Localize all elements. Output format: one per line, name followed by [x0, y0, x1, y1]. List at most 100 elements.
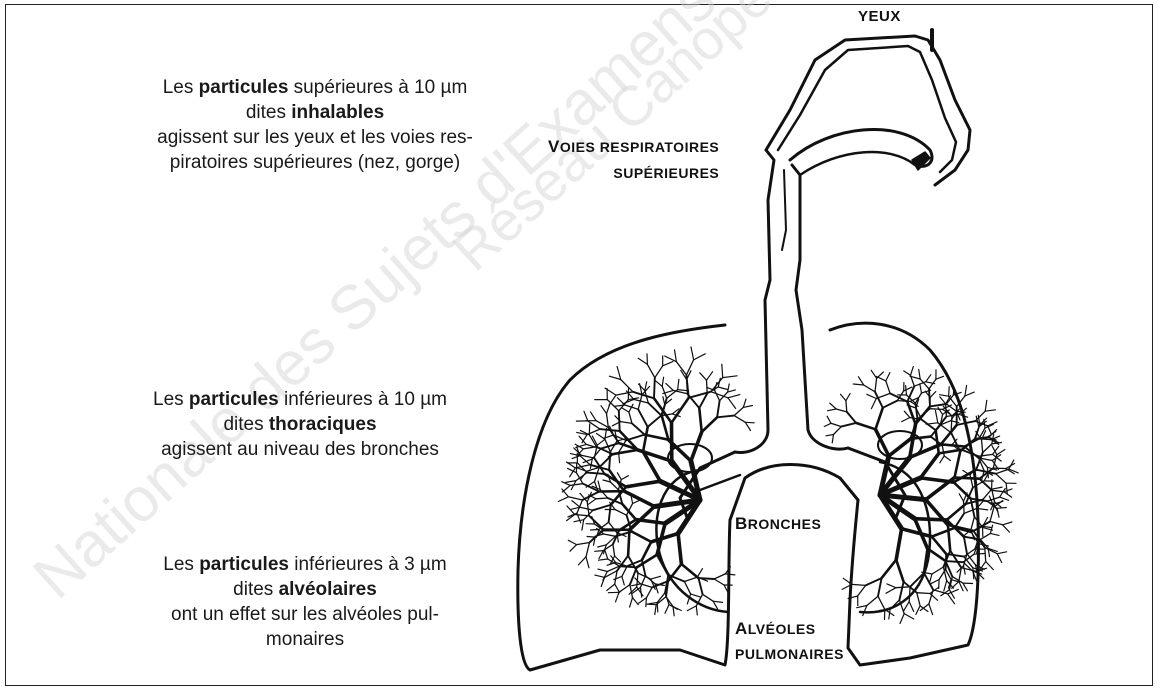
bronchiole-branch	[826, 435, 834, 436]
bronchiole-branch	[985, 400, 987, 411]
bronchiole-branch	[947, 504, 966, 520]
bronchiole-branch	[926, 423, 938, 424]
bronchiole-branch	[1003, 522, 1012, 525]
bronchiole-branch	[633, 598, 639, 605]
bronchiole-branch	[917, 593, 930, 594]
bronchiole-branch	[636, 520, 665, 524]
bronchiole-branch	[824, 423, 831, 426]
bronchiole-branch	[630, 567, 637, 584]
bronchiole-branch	[935, 410, 937, 422]
bronchiole-branch	[921, 453, 939, 478]
bronchiole-branch	[723, 376, 737, 378]
bronchiole-branch	[946, 554, 947, 570]
bronchiole-branch	[909, 587, 910, 602]
bronchiole-branch	[930, 392, 936, 398]
bronchiole-branch	[614, 576, 622, 579]
bronchiole-branch	[601, 406, 607, 414]
bronchiole-branch	[955, 452, 961, 478]
bronchiole-branch	[920, 384, 922, 393]
bronchiole-branch	[584, 411, 588, 421]
bronchiole-branch	[645, 435, 669, 440]
bronchiole-branch	[649, 603, 658, 604]
bronchiole-branch	[665, 605, 669, 614]
bronchiole-branch	[924, 549, 928, 573]
bronchiole-branch	[577, 500, 583, 513]
bronchiole-branch	[628, 530, 629, 556]
bronchiole-branch	[713, 601, 722, 602]
bronchiole-branch	[578, 557, 586, 565]
bronchiole-branch	[926, 375, 931, 382]
bronchiole-branch	[699, 408, 701, 432]
bronchiole-branch	[568, 497, 582, 500]
bronchiole-branch	[662, 377, 663, 386]
bronchiole-branch	[617, 367, 621, 380]
bronchiole-branch	[743, 406, 752, 408]
bronchiole-branch	[646, 587, 652, 597]
bronchiole-branch	[607, 404, 611, 414]
bronchiole-branch	[632, 532, 651, 542]
bronchiole-branch	[639, 598, 647, 603]
bronchiole-branch	[657, 555, 668, 575]
bronchiole-branch	[655, 380, 663, 386]
bronchiole-branch	[938, 407, 943, 414]
bronchiole-branch	[830, 403, 837, 409]
bronchiole-branch	[866, 578, 882, 585]
bronchiole-branch	[595, 551, 604, 552]
bronchiole-branch	[629, 412, 632, 423]
bronchiole-branch	[940, 395, 949, 397]
bronchiole-branch	[609, 376, 620, 379]
bronchiole-branch	[886, 588, 896, 594]
bronchiole-branch	[946, 561, 964, 562]
tongue	[800, 152, 915, 175]
bronchiole-branch	[582, 435, 587, 443]
bronchiole-branch	[643, 427, 648, 452]
bronchiole-branch	[575, 515, 590, 516]
bronchiole-branch	[852, 584, 866, 585]
trachea-left-wall	[735, 150, 774, 453]
bronchiole-branch	[951, 433, 960, 452]
label-pulmonary-alveoli: Alvéoles pulmonaires	[735, 616, 844, 667]
bronchiole-branch	[651, 534, 678, 542]
bronchiole-branch	[651, 576, 661, 579]
bronchiole-branch	[714, 574, 725, 579]
bronchiole-branch	[929, 604, 933, 615]
bronchiole-branch	[601, 443, 619, 449]
bronchiole-branch	[944, 581, 947, 591]
left-bronchus-inner	[700, 475, 740, 490]
bronchiole-branch	[964, 508, 977, 513]
bronchiole-branch	[622, 408, 629, 413]
bronchiole-branch	[992, 487, 1003, 489]
bronchiole-branch	[903, 602, 909, 612]
bronchiole-branch	[665, 356, 677, 362]
bronchiole-branch	[717, 401, 720, 418]
bronchiole-branch	[722, 364, 723, 377]
bronchiole-branch	[878, 578, 882, 596]
bronchiole-branch	[997, 508, 1006, 509]
bronchiole-branch	[702, 417, 717, 432]
bronchiole-branch	[587, 473, 604, 474]
bronchiole-branch	[687, 380, 688, 394]
bronchiole-branch	[846, 394, 850, 401]
bronchiole-branch	[743, 399, 746, 407]
bronchiole-branch	[622, 566, 627, 576]
bronchiole-branch	[983, 444, 992, 453]
bronchiole-branch	[678, 379, 679, 389]
bronchiole-branch	[876, 408, 883, 430]
bronchiole-branch	[621, 422, 633, 424]
bronchiole-branch	[647, 604, 656, 605]
bronchiole-branch	[930, 409, 943, 410]
bronchiole-branch	[871, 370, 876, 378]
bronchiole-branch	[964, 566, 966, 574]
bronchiole-branch	[587, 537, 595, 538]
trachea-right-wall	[792, 165, 848, 449]
bronchiole-branch	[577, 543, 590, 545]
bronchiole-branch	[828, 409, 837, 411]
bronchiole-branch	[591, 412, 597, 421]
bronchiole-branch	[878, 596, 885, 609]
bronchiole-branch	[615, 571, 617, 584]
bronchiole-branch	[990, 533, 999, 535]
bronchiole-branch	[932, 567, 943, 574]
bronchiole-branch	[626, 481, 660, 487]
nasal-cavity-outline	[766, 36, 970, 185]
